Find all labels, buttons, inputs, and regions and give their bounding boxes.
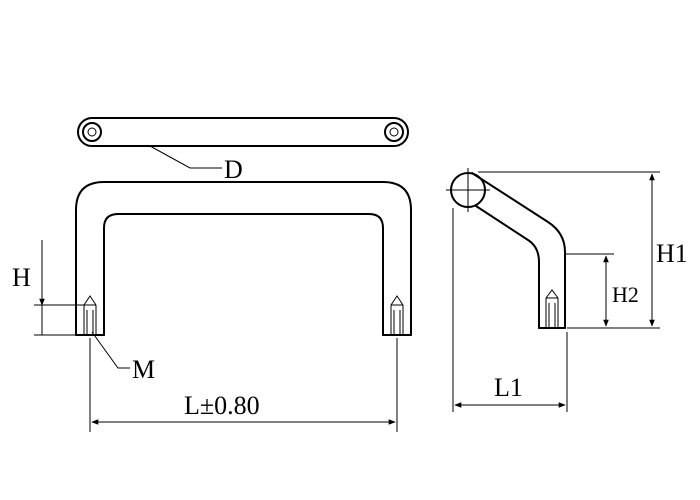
label-h: H <box>12 263 31 292</box>
dimension-l1: L1 <box>452 208 568 412</box>
label-d: D <box>224 155 243 184</box>
label-l1: L1 <box>494 373 523 402</box>
top-left-hole-inner <box>87 127 97 137</box>
dimension-h1: H1 <box>478 171 688 329</box>
d-leader-line <box>149 145 222 169</box>
side-thread-insert <box>545 289 559 328</box>
dimension-h: H <box>12 240 84 336</box>
label-h2: H2 <box>612 282 639 307</box>
top-left-hole-outer <box>82 122 102 142</box>
handle-outer-profile <box>75 181 412 336</box>
m-leader-line <box>91 331 130 369</box>
top-right-hole-outer <box>384 122 404 142</box>
top-right-hole-inner <box>389 127 399 137</box>
left-thread-insert <box>83 295 97 335</box>
handle-inner-profile <box>103 213 384 336</box>
label-m: M <box>132 355 155 384</box>
dimension-l: L±0.80 <box>89 338 398 432</box>
top-view: D <box>77 117 409 184</box>
label-h1: H1 <box>656 239 688 268</box>
side-view: H1 H2 L1 <box>446 168 688 412</box>
side-outer-edge <box>471 172 566 329</box>
dimension-h2: H2 <box>565 253 639 327</box>
right-thread-insert <box>390 295 404 335</box>
side-inner-edge <box>475 205 540 329</box>
top-bar-outline <box>77 117 409 147</box>
label-l: L±0.80 <box>184 391 260 420</box>
front-view: H M L±0.80 <box>12 181 412 432</box>
